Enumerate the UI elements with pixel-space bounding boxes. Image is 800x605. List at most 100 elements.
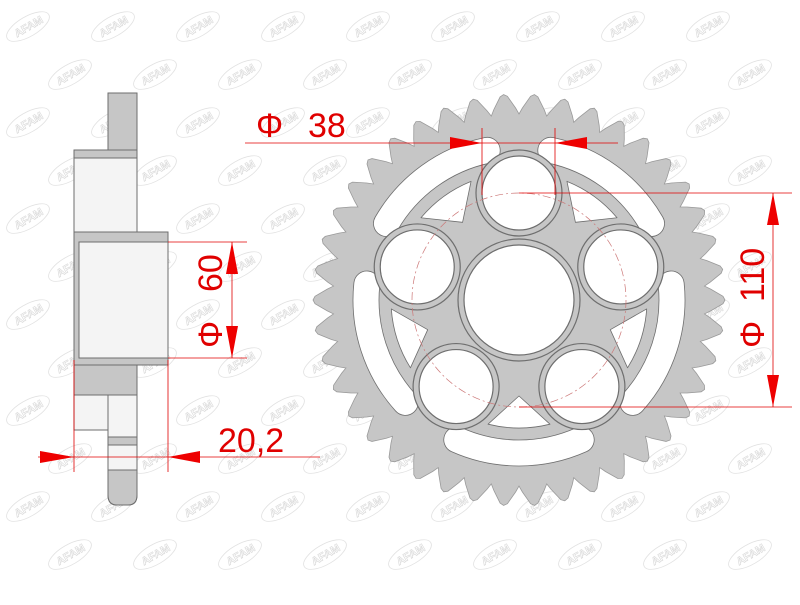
side-view (73, 92, 169, 506)
watermark-logo: AFAM (346, 107, 390, 138)
svg-text:AFAM: AFAM (183, 494, 216, 520)
watermark-logo: AFAM (346, 11, 390, 42)
arrow-icon (226, 242, 238, 274)
watermark-logo: AFAM (303, 59, 347, 90)
dimension-arrows (40, 137, 779, 463)
watermark-logo: AFAM (261, 491, 305, 522)
watermark-logo: AFAM (176, 11, 220, 42)
svg-text:AFAM: AFAM (140, 158, 173, 184)
svg-text:AFAM: AFAM (225, 158, 258, 184)
hub-width-value: 20,2 (218, 422, 284, 460)
watermark-logo: AFAM (261, 203, 305, 234)
svg-text:AFAM: AFAM (140, 446, 173, 472)
svg-text:AFAM: AFAM (183, 110, 216, 136)
svg-text:AFAM: AFAM (310, 158, 343, 184)
svg-text:AFAM: AFAM (480, 542, 513, 568)
svg-text:AFAM: AFAM (268, 494, 301, 520)
watermark-logo: AFAM (303, 155, 347, 186)
watermark-logo: AFAM (643, 539, 687, 570)
bolt-circle-value: 110 (734, 248, 772, 302)
watermark-logo: AFAM (218, 59, 262, 90)
svg-text:AFAM: AFAM (225, 350, 258, 376)
svg-text:AFAM: AFAM (13, 14, 46, 40)
arrow-icon (555, 137, 587, 149)
svg-text:AFAM: AFAM (735, 446, 768, 472)
arrow-icon (40, 451, 74, 463)
watermark-logo: AFAM (431, 11, 475, 42)
watermark-logo: AFAM (176, 107, 220, 138)
svg-text:AFAM: AFAM (98, 14, 131, 40)
watermark-logo: AFAM (218, 155, 262, 186)
watermark-logo: AFAM (218, 539, 262, 570)
arrow-icon (226, 326, 238, 358)
svg-text:AFAM: AFAM (438, 14, 471, 40)
svg-text:AFAM: AFAM (55, 62, 88, 88)
watermark-logo: AFAM (686, 395, 730, 426)
watermark-logo: AFAM (473, 59, 517, 90)
watermark-logo: AFAM (303, 539, 347, 570)
watermark-logo: AFAM (728, 155, 772, 186)
svg-text:AFAM: AFAM (310, 542, 343, 568)
triangular-cutout (390, 308, 429, 369)
watermark-logo: AFAM (601, 491, 645, 522)
bolt-hole-diameter-value: 38 (308, 107, 346, 145)
watermark-logo: AFAM (686, 107, 730, 138)
svg-text:AFAM: AFAM (268, 14, 301, 40)
svg-text:AFAM: AFAM (13, 494, 46, 520)
watermark-logo: AFAM (261, 299, 305, 330)
triangular-cutout (609, 308, 648, 369)
center-bore (463, 244, 575, 356)
svg-text:AFAM: AFAM (735, 62, 768, 88)
watermark-logo: AFAM (516, 11, 560, 42)
watermark-logo: AFAM (6, 203, 50, 234)
watermark-logo: AFAM (558, 539, 602, 570)
watermark-logo: AFAM (643, 59, 687, 90)
watermark-logo: AFAM (388, 539, 432, 570)
svg-text:AFAM: AFAM (523, 14, 556, 40)
svg-text:AFAM: AFAM (693, 398, 726, 424)
svg-text:AFAM: AFAM (183, 206, 216, 232)
watermark-logo: AFAM (91, 11, 135, 42)
bolt-hole-diameter-symbol: Φ (256, 107, 283, 145)
arrow-icon (450, 137, 482, 149)
svg-text:AFAM: AFAM (608, 494, 641, 520)
svg-text:AFAM: AFAM (480, 62, 513, 88)
side-view-lower-body (73, 364, 138, 396)
svg-text:AFAM: AFAM (608, 14, 641, 40)
triangular-cutout (566, 180, 618, 223)
svg-text:AFAM: AFAM (353, 110, 386, 136)
watermark-logo: AFAM (48, 59, 92, 90)
watermark-logo: AFAM (728, 59, 772, 90)
bolt-circle-symbol: Φ (734, 321, 772, 348)
watermark-logo: AFAM (388, 59, 432, 90)
watermark-logo: AFAM (176, 395, 220, 426)
svg-text:AFAM: AFAM (353, 494, 386, 520)
dimension-labels: Φ 38 Φ 60 Φ 110 20,2 (192, 107, 772, 460)
svg-text:AFAM: AFAM (395, 542, 428, 568)
svg-text:AFAM: AFAM (55, 542, 88, 568)
sprocket-front-view (312, 94, 726, 506)
watermark-logo: AFAM (133, 539, 177, 570)
svg-text:AFAM: AFAM (13, 398, 46, 424)
watermark-logo: AFAM (6, 107, 50, 138)
triangular-cutout (487, 395, 551, 429)
watermark-logo: AFAM (48, 539, 92, 570)
watermark-logo: AFAM (176, 491, 220, 522)
svg-text:AFAM: AFAM (225, 542, 258, 568)
svg-text:AFAM: AFAM (140, 62, 173, 88)
arrow-icon (767, 193, 779, 225)
svg-text:AFAM: AFAM (693, 110, 726, 136)
svg-text:AFAM: AFAM (183, 398, 216, 424)
svg-text:AFAM: AFAM (650, 542, 683, 568)
svg-text:AFAM: AFAM (268, 398, 301, 424)
svg-text:AFAM: AFAM (650, 446, 683, 472)
watermark-logo: AFAM (303, 443, 347, 474)
svg-text:AFAM: AFAM (650, 62, 683, 88)
watermark-logo: AFAM (346, 491, 390, 522)
watermark-logo: AFAM (728, 539, 772, 570)
watermark-logo: AFAM (6, 11, 50, 42)
watermark-logo: AFAM (558, 59, 602, 90)
svg-text:AFAM: AFAM (225, 62, 258, 88)
